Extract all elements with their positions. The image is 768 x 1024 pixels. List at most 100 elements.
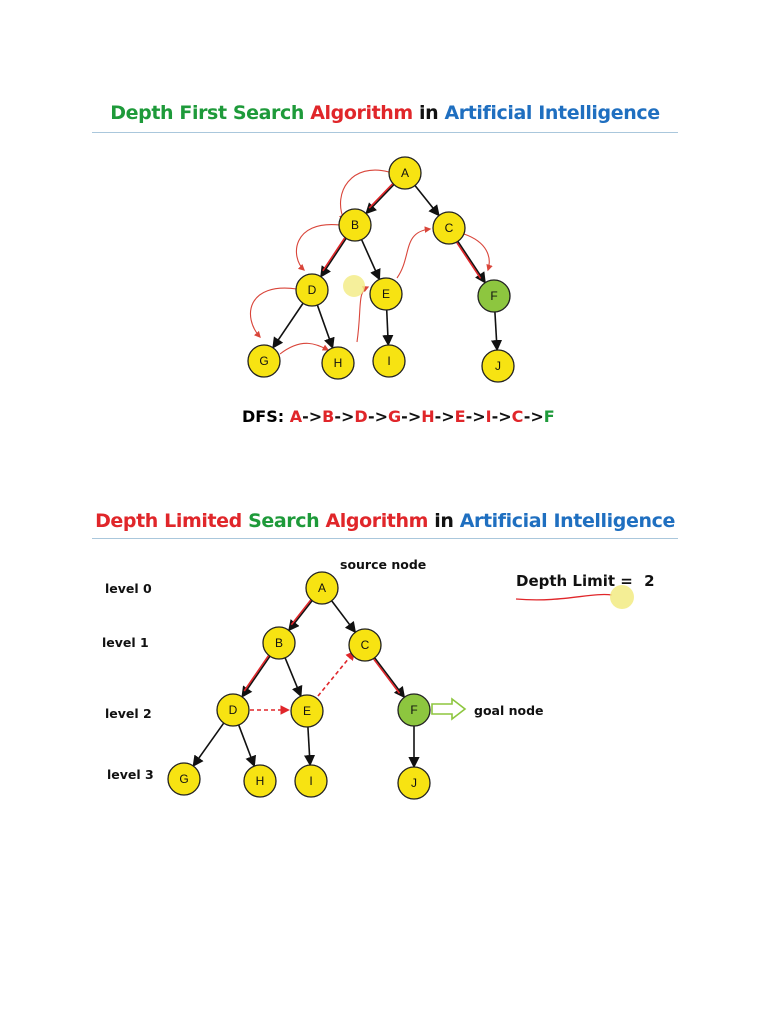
- dfs-order-node: B: [322, 407, 335, 426]
- dls-edge-b-d: [241, 655, 271, 698]
- dfs-node-j: J: [481, 349, 515, 383]
- dfs-node-label: D: [308, 283, 317, 297]
- dfs-node-d: D: [295, 273, 329, 307]
- dls-node-c: C: [348, 628, 382, 662]
- dls-node-circle: [243, 764, 277, 798]
- dls-path-b-d: [243, 654, 270, 692]
- dfs-node-circle: [477, 279, 511, 313]
- dls-edge-d-g: [192, 722, 225, 767]
- dls-node-label: A: [318, 581, 326, 595]
- dls-edge-e-i: [303, 726, 316, 767]
- dfs-title-part: Algorithm: [304, 102, 413, 124]
- dfs-edge-a-b: [365, 183, 395, 215]
- dfs-highlight-spot: [343, 275, 365, 297]
- dfs-order-node: I: [485, 407, 492, 426]
- dfs-order-arrow: ->: [334, 407, 355, 426]
- level-label-0: level 0: [105, 581, 152, 596]
- dfs-title-part: Artificial Intelligence: [438, 102, 660, 124]
- dfs-node-label: H: [334, 356, 343, 370]
- dls-node-circle: [290, 694, 324, 728]
- dfs-panel: Depth First Search Algorithm in Artifici…: [92, 92, 678, 434]
- dfs-order-node: A: [289, 407, 303, 426]
- dfs-order-sequence: A->B->D->G->H->E->I->C->F: [290, 407, 555, 426]
- dls-title-part: Search: [241, 510, 320, 532]
- dls-dashed-e-c: [317, 650, 356, 697]
- dls-title-divider: [92, 538, 678, 539]
- dls-node-label: B: [275, 636, 283, 650]
- dfs-order-arrow: ->: [401, 407, 422, 426]
- dls-node-circle: [294, 764, 328, 798]
- depth-limit-underline: [515, 593, 613, 601]
- depth-limit-text: Depth Limit =: [516, 572, 633, 590]
- dfs-edge-f-j: [490, 311, 503, 352]
- level-label-2: level 2: [105, 706, 152, 721]
- dfs-order-node: F: [543, 407, 555, 426]
- dfs-title: Depth First Search Algorithm in Artifici…: [92, 102, 678, 124]
- dfs-node-circle: [369, 277, 403, 311]
- dls-title-part: Artificial Intelligence: [453, 510, 676, 532]
- dfs-node-circle: [338, 208, 372, 242]
- dfs-node-h: H: [321, 346, 355, 380]
- dfs-node-e: E: [369, 277, 403, 311]
- dls-title-part: Algorithm: [319, 510, 429, 532]
- dls-node-j: J: [397, 766, 431, 800]
- dfs-trace-c-f: [463, 233, 493, 272]
- goal-arrow-icon: [431, 697, 467, 721]
- dfs-trace-h-e: [356, 286, 370, 343]
- dfs-order-arrow: ->: [367, 407, 389, 426]
- dfs-order-node: E: [454, 407, 466, 426]
- dfs-order-arrow: ->: [523, 407, 544, 426]
- dfs-node-f: F: [477, 279, 511, 313]
- dls-node-circle: [397, 693, 431, 727]
- goal-node-label: goal node: [474, 703, 544, 718]
- dfs-node-label: J: [495, 359, 501, 373]
- dfs-node-circle: [372, 344, 406, 378]
- dfs-node-circle: [481, 349, 515, 383]
- dls-node-circle: [397, 766, 431, 800]
- dls-title: Depth Limited Search Algorithm in Artifi…: [92, 510, 678, 532]
- dfs-edge-b-e: [360, 239, 381, 281]
- dfs-result-label: DFS:: [242, 407, 285, 426]
- dls-title-part: in: [428, 510, 454, 532]
- dfs-node-label: B: [351, 218, 359, 232]
- dfs-order-node: D: [354, 407, 368, 426]
- dls-node-circle: [348, 628, 382, 662]
- source-node-label: source node: [340, 557, 426, 572]
- dfs-order-arrow: ->: [302, 407, 323, 426]
- dfs-node-circle: [321, 346, 355, 380]
- dls-node-circle: [305, 571, 339, 605]
- dls-edge-a-b: [288, 600, 313, 632]
- dfs-title-part: in: [412, 102, 439, 124]
- dls-node-label: F: [410, 703, 417, 717]
- dls-node-g: G: [167, 762, 201, 796]
- dls-node-a: A: [305, 571, 339, 605]
- depth-limit-label: Depth Limit = 2: [516, 572, 655, 590]
- dfs-title-divider: [92, 132, 678, 133]
- dls-node-label: J: [411, 776, 417, 790]
- dls-node-label: G: [179, 772, 188, 786]
- dls-node-circle: [262, 626, 296, 660]
- dfs-node-circle: [295, 273, 329, 307]
- dls-node-h: H: [243, 764, 277, 798]
- dls-node-b: B: [262, 626, 296, 660]
- dfs-edge-e-i: [382, 309, 394, 347]
- dfs-node-a: A: [388, 156, 422, 190]
- dls-path-a-b: [290, 599, 312, 626]
- dfs-order-node: G: [388, 407, 402, 426]
- dfs-order-arrow: ->: [465, 407, 486, 426]
- dfs-trace-b-d: [295, 224, 341, 271]
- dfs-order-node: C: [511, 407, 524, 426]
- dfs-trace-e-c: [396, 226, 432, 279]
- dfs-node-label: I: [387, 354, 390, 368]
- dfs-node-label: G: [259, 354, 268, 368]
- dls-node-f: F: [397, 693, 431, 727]
- dfs-trace-a-b: [338, 169, 390, 222]
- dfs-path-b-d: [322, 237, 346, 272]
- dfs-edge-c-f: [457, 240, 486, 284]
- dfs-trace-d-g: [249, 287, 298, 338]
- level-label-3: level 3: [107, 767, 154, 782]
- dls-node-i: I: [294, 764, 328, 798]
- dfs-edge-d-h: [316, 304, 335, 350]
